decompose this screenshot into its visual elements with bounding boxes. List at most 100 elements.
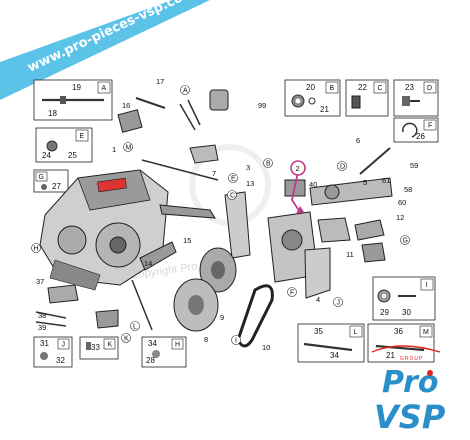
svg-text:3: 3 (246, 163, 250, 172)
top-bracket-parts (117, 89, 229, 133)
svg-text:G: G (39, 174, 44, 181)
part-box-d[interactable]: D 23 (393, 79, 439, 117)
svg-text:32: 32 (56, 356, 65, 365)
svg-text:29: 29 (380, 308, 389, 317)
svg-text:16: 16 (122, 101, 130, 110)
svg-text:H: H (34, 246, 39, 253)
svg-text:23: 23 (405, 83, 414, 92)
part-box-h[interactable]: H 34 28 (141, 336, 187, 368)
svg-text:7: 7 (212, 169, 216, 178)
svg-text:26: 26 (416, 132, 425, 141)
svg-text:99: 99 (258, 101, 266, 110)
svg-text:A: A (102, 85, 107, 92)
svg-text:27: 27 (52, 182, 61, 191)
svg-text:VSP: VSP (374, 398, 446, 436)
svg-text:20: 20 (306, 83, 315, 92)
svg-text:D: D (427, 85, 432, 92)
svg-text:10: 10 (262, 343, 270, 352)
part-box-f[interactable]: F 26 (393, 117, 439, 143)
svg-text:17: 17 (156, 77, 164, 86)
part-box-g[interactable]: G 27 (33, 169, 69, 193)
svg-text:J: J (62, 342, 66, 349)
part-box-k[interactable]: K 33 (79, 336, 119, 360)
svg-text:I: I (235, 338, 237, 345)
svg-text:F: F (428, 123, 432, 130)
part-box-c[interactable]: C 22 (345, 79, 389, 117)
callout-numbers: 1 3 4 5 6 7 8 9 10 11 12 13 14 15 16 17 … (36, 77, 418, 352)
svg-text:A: A (183, 88, 188, 95)
svg-text:B: B (266, 161, 271, 168)
lower-left-parts (35, 279, 153, 331)
svg-text:E: E (231, 176, 236, 183)
svg-text:5: 5 (363, 178, 367, 187)
variator-pulley (139, 241, 237, 332)
svg-text:21: 21 (320, 105, 329, 114)
part-box-i[interactable]: I 29 30 (372, 276, 436, 321)
pro-vsp-logo: GROUP Pro VSP (371, 345, 446, 436)
svg-text:E: E (80, 133, 85, 140)
svg-text:18: 18 (48, 109, 57, 118)
svg-text:1: 1 (112, 145, 116, 154)
svg-text:40: 40 (309, 180, 317, 189)
svg-text:14: 14 (144, 259, 152, 268)
svg-text:13: 13 (246, 179, 254, 188)
svg-text:33: 33 (91, 343, 100, 352)
svg-text:15: 15 (183, 236, 191, 245)
svg-text:28: 28 (146, 356, 155, 365)
part-box-b[interactable]: B 20 21 (284, 79, 341, 117)
svg-text:M: M (126, 145, 132, 152)
svg-text:4: 4 (316, 295, 320, 304)
highlighted-part-2[interactable]: 2 (290, 160, 306, 214)
svg-text:B: B (330, 85, 335, 92)
svg-text:K: K (124, 336, 129, 343)
engine-block (39, 169, 169, 291)
svg-text:I: I (426, 282, 428, 289)
svg-text:38: 38 (38, 311, 46, 320)
svg-text:19: 19 (72, 83, 81, 92)
svg-text:34: 34 (330, 351, 339, 360)
svg-text:30: 30 (402, 308, 411, 317)
part-box-j[interactable]: J 31 32 (33, 336, 73, 368)
svg-text:6: 6 (356, 136, 360, 145)
svg-text:F: F (290, 290, 294, 297)
svg-text:36: 36 (394, 327, 403, 336)
svg-text:2: 2 (296, 164, 300, 173)
svg-text:61: 61 (382, 176, 390, 185)
svg-text:39: 39 (38, 323, 46, 332)
svg-text:D: D (340, 164, 345, 171)
part-box-m[interactable]: M 36 21 (367, 323, 435, 363)
mid-linkage (141, 144, 251, 259)
svg-text:G: G (403, 238, 408, 245)
svg-text:C: C (230, 193, 235, 200)
part-box-a[interactable]: A 19 18 (33, 79, 113, 121)
right-brackets (304, 217, 386, 299)
svg-text:31: 31 (40, 339, 49, 348)
svg-text:21: 21 (386, 351, 395, 360)
svg-text:11: 11 (346, 250, 354, 259)
svg-text:25: 25 (68, 151, 77, 160)
svg-text:24: 24 (42, 151, 51, 160)
svg-text:GROUP: GROUP (400, 356, 423, 362)
svg-text:58: 58 (404, 185, 412, 194)
svg-text:37: 37 (36, 277, 44, 286)
svg-text:C: C (378, 85, 383, 92)
letter-callouts: A B C D E F G H I J K L M (31, 85, 410, 345)
svg-text:H: H (175, 342, 180, 349)
svg-text:22: 22 (358, 83, 367, 92)
part-box-e[interactable]: E 24 25 (35, 127, 93, 163)
svg-text:12: 12 (396, 213, 404, 222)
svg-text:L: L (133, 324, 137, 331)
svg-text:8: 8 (204, 335, 208, 344)
svg-text:59: 59 (410, 161, 418, 170)
svg-text:9: 9 (220, 313, 224, 322)
svg-text:60: 60 (398, 198, 406, 207)
svg-text:34: 34 (148, 339, 157, 348)
svg-text:L: L (354, 329, 358, 336)
svg-text:35: 35 (314, 327, 323, 336)
svg-text:K: K (108, 342, 113, 349)
svg-text:M: M (423, 329, 429, 336)
drive-belt (236, 284, 274, 348)
part-box-l[interactable]: L 35 34 (297, 323, 365, 363)
svg-text:J: J (337, 300, 341, 307)
